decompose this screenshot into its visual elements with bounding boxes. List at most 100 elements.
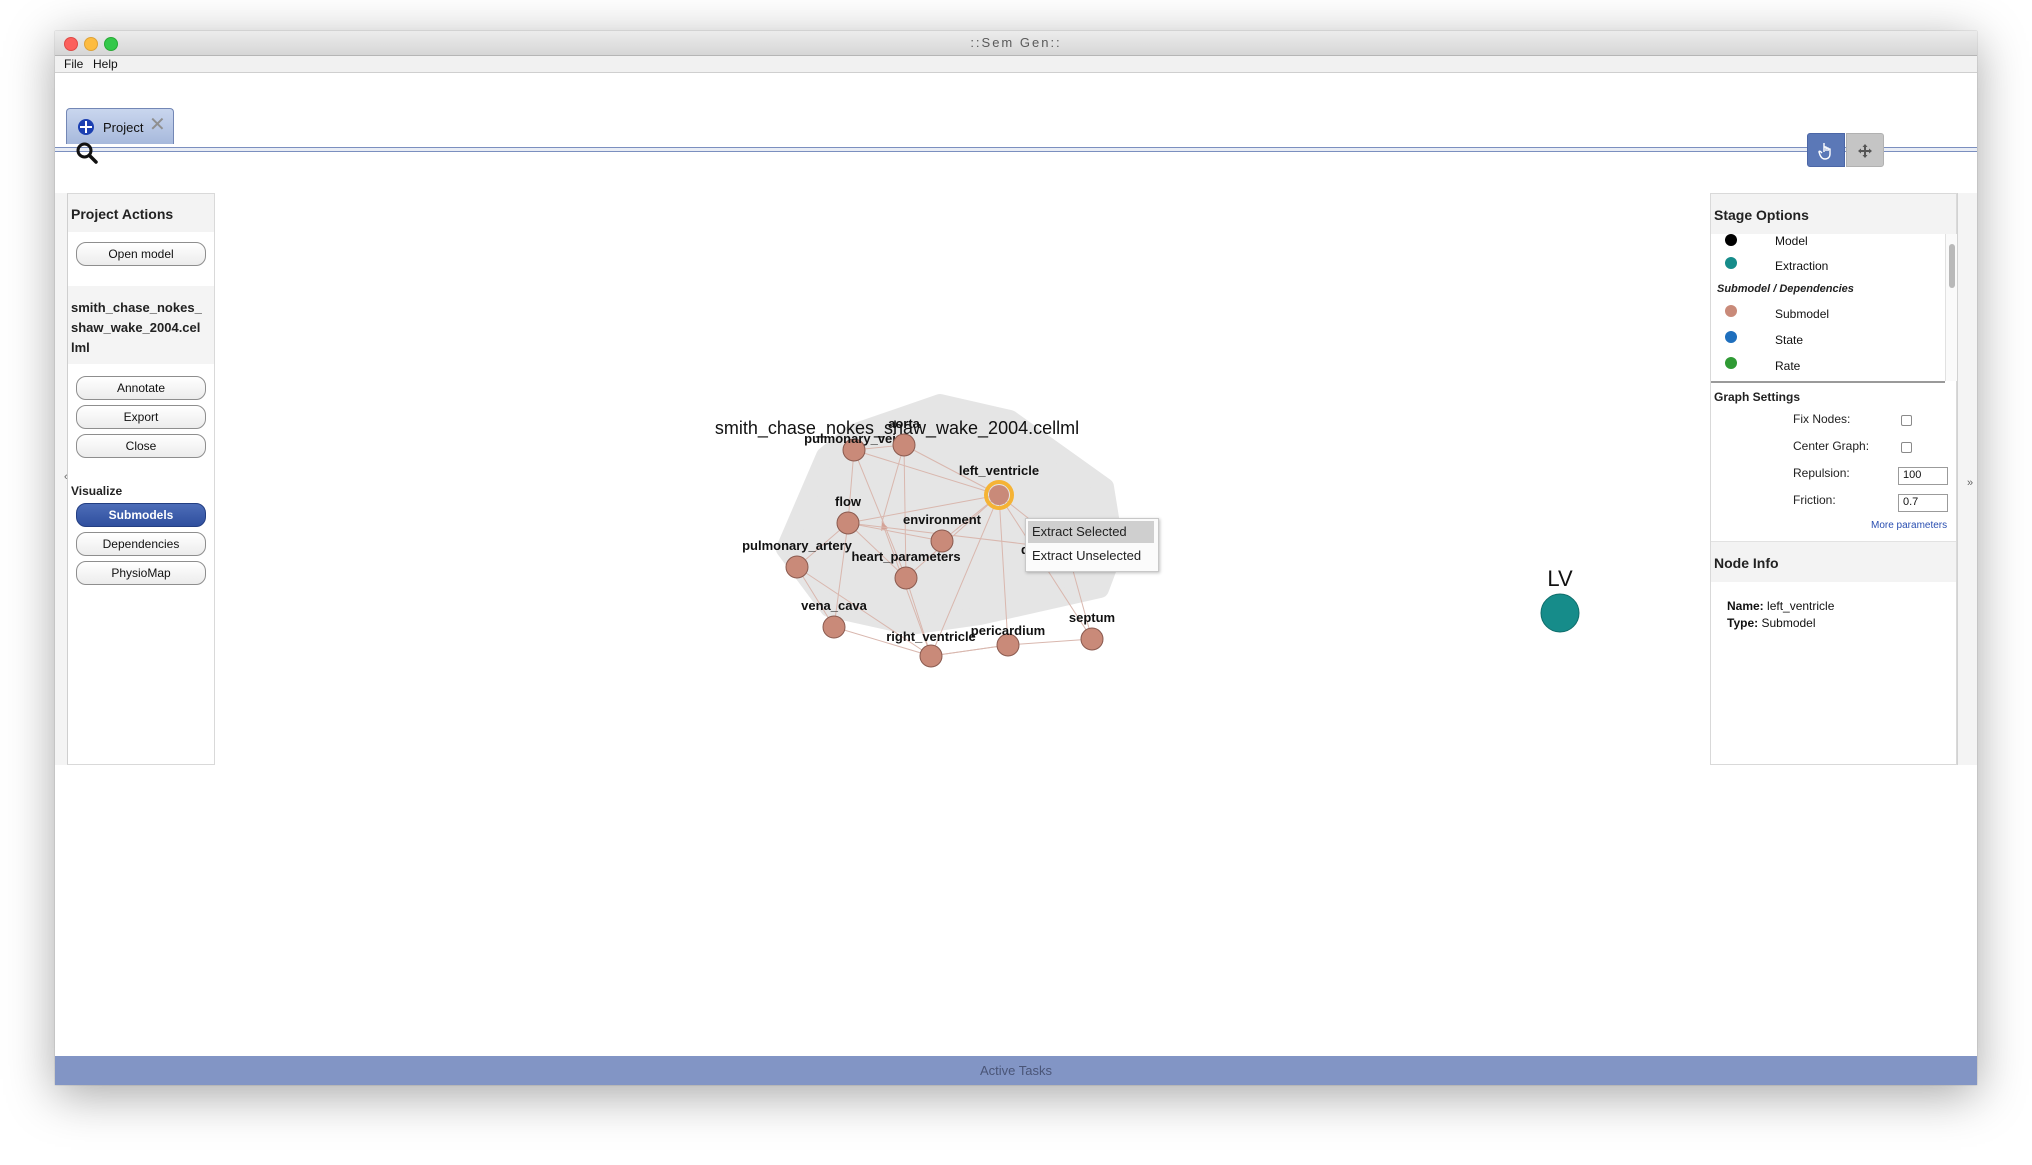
fix-nodes-label: Fix Nodes: — [1793, 412, 1851, 426]
node-label: right_ventricle — [886, 629, 976, 644]
model-graph-label: smith_chase_nokes_shaw_wake_2004.cellml — [715, 418, 1079, 439]
node-aorta[interactable]: aorta — [888, 416, 921, 457]
node-septum[interactable]: septum — [1069, 610, 1115, 651]
minimize-window-button[interactable] — [84, 37, 98, 51]
legend-scroll-thumb[interactable] — [1949, 244, 1955, 288]
node-pericardium[interactable]: pericardium — [971, 623, 1045, 657]
title-bar: ::Sem Gen:: — [55, 31, 1977, 56]
extract-selected-item[interactable]: Extract Selected — [1028, 521, 1154, 543]
menu-file[interactable]: File — [64, 57, 84, 71]
dependencies-button[interactable]: Dependencies — [76, 532, 206, 556]
node-label: left_ventricle — [959, 463, 1039, 478]
rate-legend-dot — [1725, 357, 1737, 369]
center-graph-label: Center Graph: — [1793, 439, 1870, 453]
extraction-node-lv[interactable]: LV — [1540, 566, 1580, 633]
node-pulmonary-vein[interactable]: pulmonary_vein — [804, 431, 904, 462]
select-mode-button[interactable] — [1807, 133, 1845, 167]
node-info-name-label: Name: — [1727, 599, 1764, 613]
repulsion-label: Repulsion: — [1793, 466, 1850, 480]
hand-pointer-icon — [1818, 143, 1831, 160]
collapse-right-icon[interactable]: » — [1967, 477, 1974, 489]
node-context-menu: Extract Selected Extract Unselected — [1025, 518, 1159, 572]
legend-state-label: State — [1775, 333, 1804, 347]
model-legend-dot — [1725, 234, 1737, 246]
node-environment[interactable]: environment — [903, 512, 982, 553]
node-label: environment — [903, 512, 982, 527]
tab-project[interactable]: Project ✕ — [66, 108, 174, 144]
legend-extraction-label: Extraction — [1775, 259, 1829, 273]
stage-options-header: Stage Options — [1711, 194, 1956, 234]
visualize-label: Visualize — [71, 484, 123, 498]
submodel-legend-dot — [1725, 305, 1737, 317]
right-panel-edge — [1957, 193, 1977, 765]
move-arrows-icon — [1858, 144, 1872, 158]
legend-list[interactable]: Model Extraction Submodel / Dependencies… — [1711, 234, 1945, 383]
pan-mode-button[interactable] — [1846, 133, 1884, 167]
node-info-name-value: left_ventricle — [1767, 599, 1835, 613]
legend-model-label: Model — [1775, 234, 1808, 248]
annotate-button[interactable]: Annotate — [76, 376, 206, 400]
close-model-button[interactable]: Close — [76, 434, 206, 458]
node-info-type-label: Type: — [1727, 616, 1759, 630]
node-info-title: Node Info — [1714, 555, 1779, 571]
tab-strip: Project ✕ — [55, 73, 1977, 152]
model-name: smith_chase_nokes_shaw_wake_2004.cellml — [71, 300, 202, 355]
window-title: ::Sem Gen:: — [970, 35, 1062, 50]
node-info-type-value: Submodel — [1761, 616, 1816, 630]
extraction-label: LV — [1547, 566, 1573, 591]
interaction-mode-toggle — [1807, 133, 1885, 167]
menu-help[interactable]: Help — [93, 57, 118, 71]
project-actions-panel: Project Actions Open model smith_chase_n… — [67, 193, 215, 765]
node-info-type: Type: Submodel — [1727, 616, 1816, 630]
node-label: flow — [835, 494, 862, 509]
maximize-window-button[interactable] — [104, 37, 118, 51]
legend-section-title: Submodel / Dependencies — [1717, 283, 1854, 295]
graph-canvas[interactable]: smith_chase_nokes_shaw_wake_2004.cellml … — [55, 31, 1977, 1085]
more-parameters-link[interactable]: More parameters — [1871, 520, 1948, 531]
stage-options-panel: Stage Options Model Extraction Submodel … — [1710, 193, 1958, 765]
center-graph-checkbox[interactable] — [1901, 442, 1912, 453]
close-icon[interactable]: ✕ — [149, 114, 166, 136]
legend-rate-label: Rate — [1775, 359, 1801, 373]
node-label: septum — [1069, 610, 1115, 625]
node-label: pulmonary_vein — [804, 431, 904, 446]
active-tasks-bar[interactable]: Active Tasks — [55, 1056, 1977, 1085]
legend-scrollbar[interactable] — [1945, 234, 1958, 381]
node-info-header: Node Info — [1711, 541, 1956, 582]
fix-nodes-checkbox[interactable] — [1901, 415, 1912, 426]
friction-input[interactable]: 0.7 — [1898, 494, 1948, 512]
node-left-ventricle[interactable]: left_ventricle — [959, 463, 1039, 510]
node-label: vena_cava — [801, 598, 868, 613]
node-pulmonary-artery[interactable]: pulmonary_artery — [742, 538, 853, 579]
project-actions-title: Project Actions — [71, 206, 174, 222]
friction-label: Friction: — [1793, 493, 1836, 507]
node-right-ventricle[interactable]: right_ventricle — [886, 629, 976, 668]
node-vena-cava[interactable]: vena_cava — [801, 598, 868, 639]
close-window-button[interactable] — [64, 37, 78, 51]
extract-unselected-item[interactable]: Extract Unselected — [1032, 548, 1142, 563]
extraction-legend-dot — [1725, 257, 1737, 269]
node-label: heart_parameters — [851, 549, 960, 564]
model-name-box: smith_chase_nokes_shaw_wake_2004.cellml — [68, 286, 214, 364]
node-label: pulmonary_artery — [742, 538, 853, 553]
legend-submodel-label: Submodel — [1775, 307, 1830, 321]
node-label: pericardium — [971, 623, 1045, 638]
export-button[interactable]: Export — [76, 405, 206, 429]
state-legend-dot — [1725, 331, 1737, 343]
node-heart-parameters[interactable]: heart_parameters — [851, 549, 961, 590]
open-model-button[interactable]: Open model — [76, 242, 206, 266]
tab-project-label: Project — [103, 120, 144, 135]
stage-options-title: Stage Options — [1714, 207, 1809, 223]
semgen-logo-icon — [78, 119, 94, 135]
app-window: ::Sem Gen:: File Help Project ✕ — [55, 31, 1977, 1085]
node-info-name: Name: left_ventricle — [1727, 599, 1834, 613]
project-actions-header: Project Actions — [68, 194, 214, 232]
physiomap-button[interactable]: PhysioMap — [76, 561, 206, 585]
node-flow[interactable]: flow — [835, 494, 862, 535]
node-label: aorta — [888, 416, 921, 431]
submodels-button[interactable]: Submodels — [76, 503, 206, 527]
repulsion-input[interactable]: 100 — [1898, 467, 1948, 485]
tab-divider — [55, 147, 1977, 152]
menu-bar: File Help — [55, 56, 1977, 73]
search-icon[interactable] — [75, 141, 99, 165]
